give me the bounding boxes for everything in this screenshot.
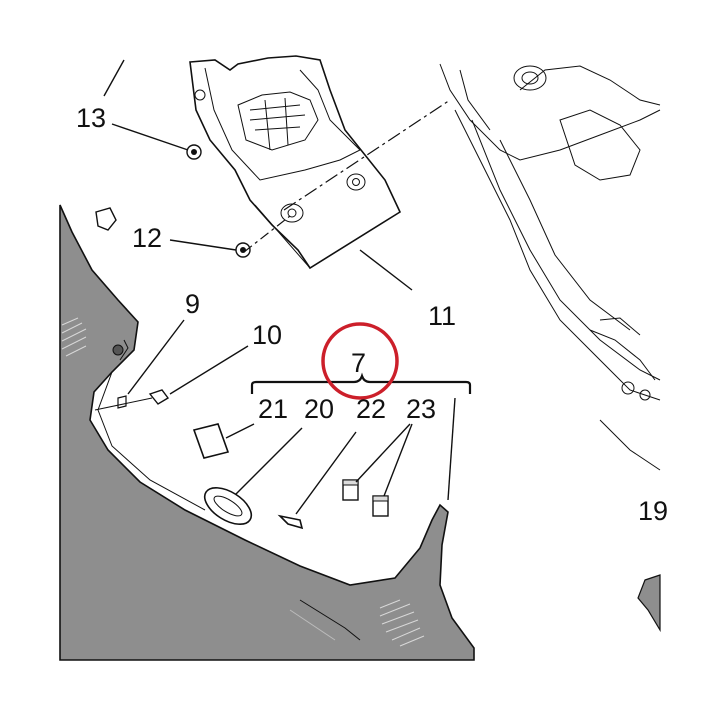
callout-22: 22 <box>356 394 386 424</box>
callout-23: 23 <box>406 394 436 424</box>
callout-9: 9 <box>185 289 200 319</box>
mounting-bracket <box>189 55 402 270</box>
leader-lines <box>103 59 456 515</box>
callout-7: 7 <box>351 348 366 378</box>
block-23b <box>372 495 389 517</box>
screw-10 <box>94 389 170 411</box>
pad-21 <box>192 423 230 459</box>
part-19-fragment <box>637 574 661 633</box>
callout-19: 19 <box>638 496 668 526</box>
callout-11: 11 <box>428 301 456 331</box>
highlight-circle <box>321 322 399 400</box>
nut-12 <box>235 242 251 258</box>
callout-labels: 13 12 11 9 10 7 21 20 22 23 19 <box>76 103 668 526</box>
clip-9 <box>117 395 127 409</box>
tab-22 <box>277 514 304 530</box>
callout-20: 20 <box>304 394 334 424</box>
grommet <box>95 207 117 231</box>
callout-13: 13 <box>76 103 106 133</box>
frame-structure <box>439 63 661 471</box>
callout-10: 10 <box>252 320 282 350</box>
texture-pattern-upper <box>61 317 87 357</box>
callout-12: 12 <box>132 223 162 253</box>
block-23a <box>342 479 359 501</box>
callout-21: 21 <box>258 394 288 424</box>
screw-13 <box>186 144 202 160</box>
washer-20 <box>203 487 253 525</box>
texture-pattern-lower <box>379 599 425 647</box>
lower-fairing-panel <box>59 204 475 661</box>
kit-7-bracket <box>250 372 472 394</box>
